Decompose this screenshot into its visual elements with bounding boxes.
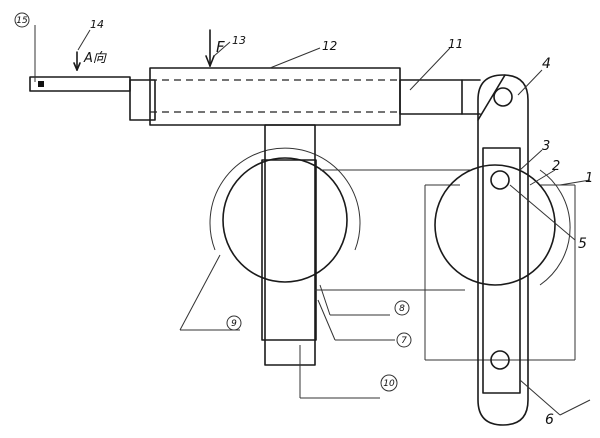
label-4: 4 (542, 56, 551, 72)
frame-lines (315, 169, 575, 361)
label-12: 12 (322, 39, 337, 53)
left-wheel-outer (209, 147, 361, 251)
label-8: 8 (394, 300, 410, 316)
label-14: 14 (90, 18, 104, 31)
lever-plate-4 (477, 74, 529, 426)
right-wheel-outer (539, 169, 576, 360)
svg-text:9: 9 (231, 319, 237, 329)
label-15: 15 (14, 12, 30, 28)
label-6: 6 (545, 412, 554, 428)
label-5: 5 (578, 236, 587, 252)
label-9: 9 (226, 315, 242, 331)
piston-rod-11 (399, 79, 481, 115)
label-7: 7 (396, 332, 412, 348)
force-arrow (205, 29, 215, 67)
leader-lines (34, 25, 591, 416)
label-10: 10 (380, 374, 398, 392)
svg-text:8: 8 (399, 304, 405, 314)
label-view-a: A向 (83, 51, 107, 66)
slot-5 (482, 147, 521, 394)
top-pin-hole (493, 87, 513, 107)
rod-step (129, 79, 156, 121)
label-1: 1 (585, 171, 593, 186)
svg-text:15: 15 (16, 16, 28, 26)
svg-text:10: 10 (383, 379, 395, 389)
label-13: 13 (232, 34, 246, 47)
view-arrow (73, 51, 81, 71)
label-2: 2 (552, 159, 560, 174)
right-wheel-inner (434, 164, 556, 286)
left-wheel-inner (222, 157, 348, 283)
label-force-f: F (216, 38, 225, 56)
cylinder-sleeve-12 (149, 67, 401, 126)
label-11: 11 (448, 37, 463, 51)
label-3: 3 (542, 139, 550, 154)
vertical-link (261, 124, 317, 366)
svg-text:7: 7 (401, 336, 407, 346)
left-rod-end (29, 76, 131, 92)
